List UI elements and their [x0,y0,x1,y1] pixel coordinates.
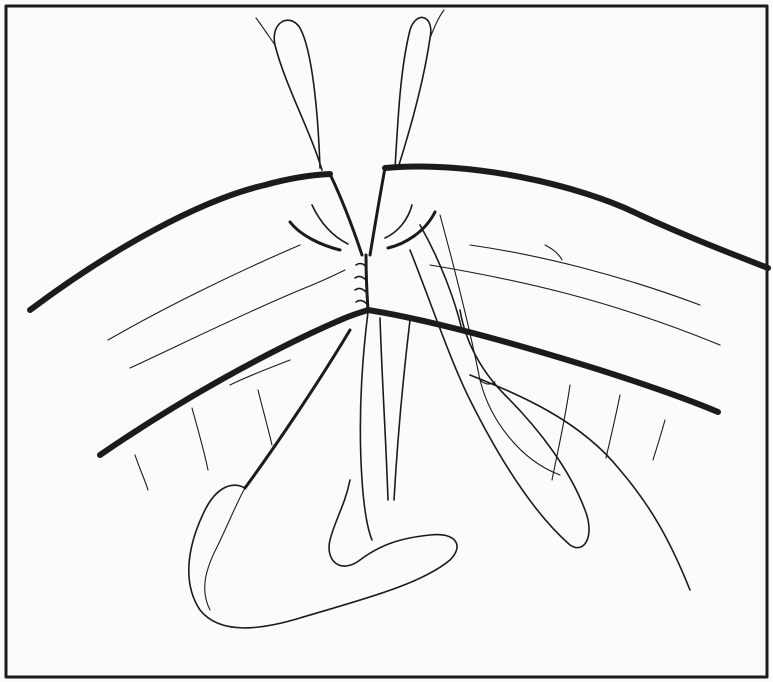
tissue-fiber [552,385,570,480]
thread-loop-lower-left [189,480,457,628]
suture-arc-right [388,212,435,248]
tissue-fiber [606,395,620,458]
thread-loop-lower-right [410,250,589,548]
tissue-fiber [470,245,700,305]
upper-tissue-edge-right [385,166,768,268]
upper-tissue-edge-left [30,174,330,310]
thread-strand [394,320,410,500]
needle-shaft [245,330,350,488]
suture-knot [355,289,366,292]
tissue-fiber [108,245,300,340]
thread-loop-right-tail [430,10,444,38]
tissue-fiber [545,245,562,260]
tissue-fiber [653,420,665,460]
tissue-fiber [258,390,272,445]
suture-knot [356,264,366,267]
suture-knot [356,301,367,304]
suture-arc-right-2 [385,205,412,238]
tissue-fiber [130,270,345,368]
thread-loop-lower-left-2 [205,488,245,610]
thread-loop-left-tail [256,18,275,45]
thread-loop-right [395,18,431,168]
thread-strand [380,318,388,500]
thread-strand [360,312,372,540]
thread-strand-right [420,225,462,330]
suture-knot [355,277,366,280]
tissue-fiber [135,455,148,490]
figure-frame [6,6,767,677]
incision-closure-line [366,255,368,310]
thread-strand-right-long [470,375,690,590]
tissue-fiber [192,408,208,470]
suture-arc-left-2 [312,205,348,244]
incision-edge-right [370,168,385,255]
thread-loop-left [274,20,322,170]
